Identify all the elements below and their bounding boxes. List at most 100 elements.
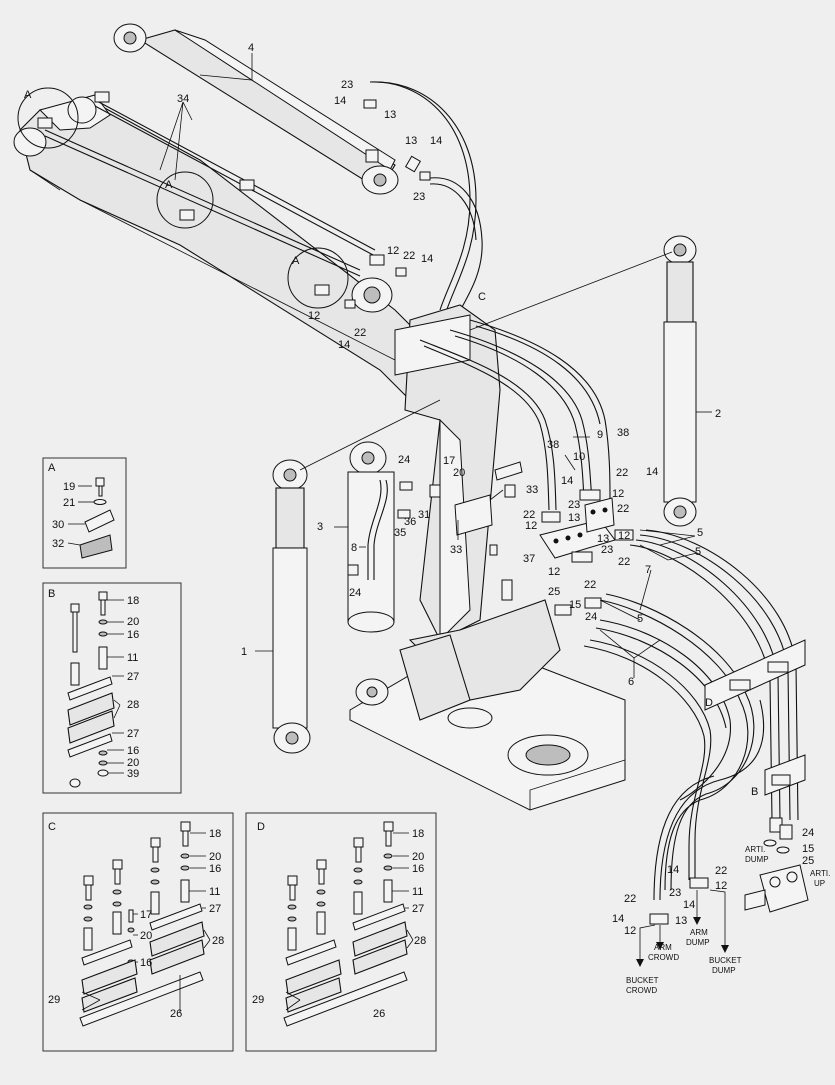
detail-ref: A	[165, 179, 173, 191]
arti-dump-label: ARTI.	[745, 845, 765, 854]
callout: 23	[601, 544, 613, 556]
callout: 13	[675, 915, 687, 927]
inset-title: A	[48, 462, 56, 474]
arm-crowd-label: CROWD	[648, 953, 679, 962]
callout: 22	[403, 250, 415, 262]
inset-label: 20	[209, 851, 221, 863]
inset-label: 17	[140, 909, 152, 921]
boom-clamps	[37, 91, 385, 296]
arm-dump-label: ARM	[690, 928, 708, 937]
inset-label: 28	[212, 935, 224, 947]
inset-label: 11	[127, 652, 138, 664]
inset-label: 29	[48, 994, 60, 1006]
callout: 23	[669, 887, 681, 899]
callout: 20	[453, 467, 465, 479]
callout: 14	[334, 95, 346, 107]
callout: 22	[584, 579, 596, 591]
callout: 14	[646, 466, 658, 478]
inset-label: 27	[127, 671, 139, 683]
inset-label: 28	[127, 699, 139, 711]
arm-dump-label: DUMP	[686, 938, 710, 947]
inset-label: 20	[127, 616, 139, 628]
inset-label: 21	[63, 497, 75, 509]
callout: 13	[405, 135, 417, 147]
callout: 17	[443, 455, 455, 467]
boom-tubes	[44, 99, 376, 277]
frame-hoses	[419, 319, 611, 511]
hose-clamp-d	[704, 639, 806, 711]
inset-label: 16	[209, 863, 221, 875]
port-labels: ARTI. DUMP ARTI. UP ARM CROWD ARM DUMP B…	[626, 845, 830, 995]
callout: 14	[430, 135, 442, 147]
detail-ref: A	[24, 89, 32, 101]
callout: 5	[697, 527, 703, 539]
inset-label: 27	[127, 728, 139, 740]
detail-ref: A	[292, 255, 300, 267]
inset-a: A 19 21 30 32	[42, 457, 127, 569]
callout: 5	[637, 613, 643, 625]
hose-end-fittings	[649, 817, 809, 925]
inset-label: 32	[52, 538, 64, 550]
swing-base	[349, 599, 626, 811]
inset-label: 27	[412, 903, 424, 915]
callout: 14	[667, 864, 679, 876]
arti-dump-label: DUMP	[745, 855, 769, 864]
inset-label: 26	[373, 1008, 385, 1020]
inset-label: 26	[170, 1008, 182, 1020]
arm-cylinder-hoses	[369, 81, 483, 321]
callout: 12	[525, 520, 537, 532]
callout: 24	[802, 827, 814, 839]
callout: 34	[177, 93, 189, 105]
inset-label: 11	[209, 886, 220, 898]
callout: 10	[573, 451, 585, 463]
callout: 14	[612, 913, 624, 925]
callout: 36	[404, 516, 416, 528]
inset-c: C 18 20 16 11	[42, 812, 234, 1052]
bucket-crowd-label: CROWD	[626, 986, 657, 995]
inset-title: B	[48, 588, 55, 600]
inset-d: D 18 20 16 11 27 28 29	[245, 812, 437, 1052]
inset-b: B 18 20 16 11 27 28 27 16 20 39	[42, 582, 182, 794]
callout: 1	[241, 646, 247, 658]
callout: 9	[597, 429, 603, 441]
frame-brackets	[429, 461, 523, 601]
fitting-group-center	[397, 481, 634, 616]
inset-label: 19	[63, 481, 75, 493]
callout: 35	[394, 527, 406, 539]
inset-label: 18	[412, 828, 424, 840]
inset-label: 29	[252, 994, 264, 1006]
inset-title: C	[48, 821, 56, 833]
callout: 24	[349, 587, 361, 599]
callout: 31	[418, 509, 430, 521]
cylinder-2	[663, 235, 697, 527]
arm-crowd-label: ARM	[654, 943, 672, 952]
inset-label: 28	[414, 935, 426, 947]
detail-ref: B	[751, 786, 758, 798]
callout: 22	[617, 503, 629, 515]
bucket-dump-label: BUCKET	[709, 956, 742, 965]
callout: 25	[802, 855, 814, 867]
top-fittings	[344, 99, 431, 309]
callout: 22	[523, 509, 535, 521]
inset-label: 20	[127, 757, 139, 769]
callout: 4	[248, 42, 254, 54]
callout: 12	[612, 488, 624, 500]
bucket-dump-label: DUMP	[712, 966, 736, 975]
hose-clamp-b	[764, 754, 806, 796]
inset-title: D	[257, 821, 265, 833]
arti-up-label: ARTI.	[810, 869, 830, 878]
port-arrows	[636, 889, 729, 967]
callout: 2	[715, 408, 721, 420]
callout: 22	[354, 327, 366, 339]
callout: 22	[616, 467, 628, 479]
detail-ref: C	[478, 291, 486, 303]
callout: 12	[715, 880, 727, 892]
callout: 12	[624, 925, 636, 937]
callout: 23	[568, 499, 580, 511]
callout: 24	[585, 611, 597, 623]
arti-up-label: UP	[814, 879, 825, 888]
inset-label: 18	[127, 595, 139, 607]
callout: 23	[413, 191, 425, 203]
